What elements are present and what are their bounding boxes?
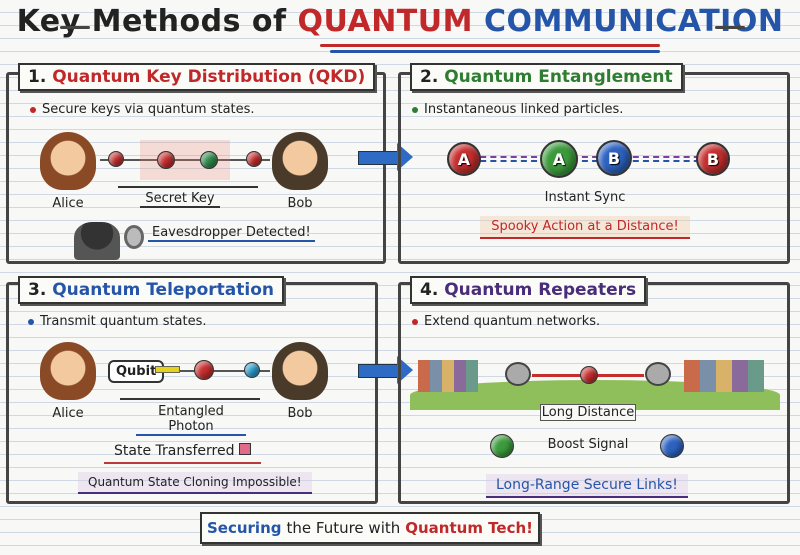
panel-number: 2.	[420, 67, 439, 87]
photon-green-icon	[200, 151, 218, 169]
panel-qkd-title: 1. Quantum Key Distribution (QKD)	[18, 63, 376, 91]
panel-title-text: Quantum Teleportation	[52, 280, 274, 300]
repeater-node-icon	[580, 366, 598, 384]
entanglement-wave	[470, 156, 710, 162]
photon-red-icon	[246, 151, 262, 167]
panel-entanglement-bullet: Instantaneous linked particles.	[412, 102, 623, 117]
photon-line	[180, 370, 270, 372]
bullet-text: Transmit quantum states.	[40, 314, 207, 329]
long-range-callout: Long-Range Secure Links!	[486, 474, 688, 498]
alice-avatar-icon	[40, 342, 96, 400]
panel-number: 4.	[420, 280, 439, 300]
panel-repeaters-bullet: Extend quantum networks.	[412, 314, 600, 329]
bob-label: Bob	[287, 196, 313, 211]
instant-sync-label: Instant Sync	[544, 190, 626, 205]
bullet-dot-icon	[412, 106, 418, 113]
state-transferred-text: State Transferred	[114, 443, 235, 459]
bob-avatar-icon	[272, 342, 328, 400]
photon-blue-icon	[244, 362, 260, 378]
particle-a-red: A	[447, 142, 481, 176]
bob-label: Bob	[287, 406, 313, 421]
right-arrow-icon	[358, 143, 413, 171]
panel-title-text: Quantum Key Distribution (QKD)	[52, 67, 366, 87]
bullet-text: Extend quantum networks.	[424, 314, 601, 329]
broken-lock-icon	[124, 225, 144, 249]
key-icon	[155, 366, 180, 373]
eavesdropper-spy-icon	[74, 222, 120, 260]
bullet-dot-icon	[30, 106, 36, 113]
title-communication: COMMUNICATION	[483, 4, 784, 39]
bullet-dot-icon	[28, 318, 34, 325]
title-prefix: Key Methods of	[16, 4, 287, 39]
satellite-dish-right-icon	[645, 362, 671, 386]
particle-a-green: A	[540, 140, 578, 178]
photon-line	[100, 159, 270, 161]
photon-red-icon	[157, 151, 175, 169]
photon-red-icon	[108, 151, 124, 167]
transfer-arrow	[120, 398, 260, 400]
panel-teleportation-bullet: Transmit quantum states.	[28, 314, 207, 329]
footer-securing: Securing	[206, 519, 282, 537]
alice-avatar-icon	[40, 132, 96, 190]
signal-green-icon	[490, 434, 514, 458]
photon-red-icon	[194, 360, 214, 380]
bullet-dot-icon	[412, 318, 418, 325]
panel-number: 3.	[28, 280, 47, 300]
panel-entanglement-title: 2. Quantum Entanglement	[410, 63, 683, 91]
panel-title-text: Quantum Entanglement	[444, 67, 673, 87]
title-quantum: QUANTUM	[297, 4, 473, 39]
panel-qkd-bullet: Secure keys via quantum states.	[30, 102, 255, 117]
title-dash-right	[715, 26, 745, 29]
alice-label: Alice	[52, 196, 84, 211]
state-transferred-callout: State Transferred	[104, 440, 261, 464]
satellite-dish-left-icon	[505, 362, 531, 386]
secret-key-arrow	[118, 186, 258, 188]
bullet-text: Instantaneous linked particles.	[424, 102, 624, 117]
city-left-icon	[418, 360, 478, 392]
panel-repeaters-title: 4. Quantum Repeaters	[410, 276, 647, 304]
panel-number: 1.	[28, 67, 47, 87]
box-icon	[238, 443, 251, 455]
footer-tech: Quantum Tech!	[405, 519, 534, 537]
secret-key-label: Secret Key	[140, 191, 220, 208]
spooky-action-callout: Spooky Action at a Distance!	[480, 216, 690, 239]
city-right-icon	[684, 360, 764, 392]
panel-title-text: Quantum Repeaters	[444, 280, 637, 300]
panel-teleportation-title: 3. Quantum Teleportation	[18, 276, 284, 304]
title-underline-red	[320, 44, 660, 47]
eavesdropper-alert: Eavesdropper Detected!	[148, 225, 315, 242]
bob-avatar-icon	[272, 132, 328, 190]
particle-b-blue: B	[596, 140, 632, 176]
title-underline-blue	[330, 50, 660, 53]
signal-blue-icon	[660, 434, 684, 458]
cloning-impossible-callout: Quantum State Cloning Impossible!	[78, 472, 312, 494]
particle-b-red: B	[696, 142, 730, 176]
qubit-label: Qubit	[108, 360, 165, 383]
entangled-photon-label: Entangled Photon	[136, 404, 246, 436]
bullet-text: Secure keys via quantum states.	[42, 102, 255, 117]
footer-banner: Securing the Future with Quantum Tech!	[200, 512, 540, 544]
footer-middle: the Future with	[286, 519, 401, 537]
right-arrow-icon	[358, 356, 413, 384]
long-distance-label: Long Distance	[540, 404, 636, 421]
boost-signal-label: Boost Signal	[547, 437, 629, 452]
title-dash-left	[60, 26, 90, 29]
page-title: Key Methods of QUANTUM COMMUNICATION	[0, 4, 800, 39]
alice-label: Alice	[52, 406, 84, 421]
